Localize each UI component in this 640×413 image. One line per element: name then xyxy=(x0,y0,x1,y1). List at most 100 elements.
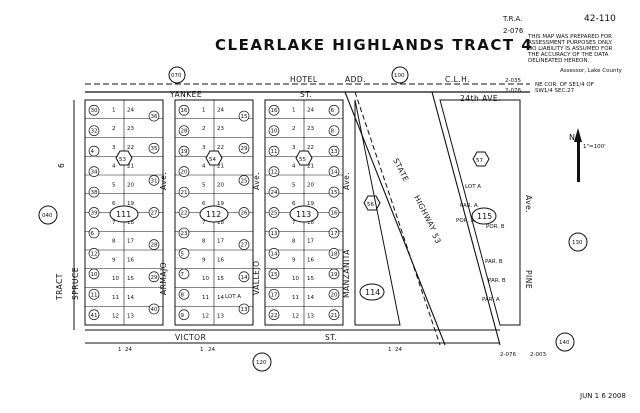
parcel-circle xyxy=(328,268,340,280)
lot-number: 12 xyxy=(202,314,209,320)
tra-top-1: 2-035 xyxy=(505,78,521,84)
lot-number: 16 xyxy=(217,257,224,263)
victor-st-label: ST. xyxy=(325,333,337,342)
por-b-label: POR. B xyxy=(486,224,505,230)
highway-east-line xyxy=(431,91,501,346)
parcel-number: 7 xyxy=(181,272,185,278)
parcel-circle xyxy=(238,142,250,154)
lot-number: 20 xyxy=(217,182,224,188)
hexagon-marker xyxy=(295,150,313,166)
parcel-circle xyxy=(328,309,340,321)
lot-number: 19 xyxy=(307,201,314,207)
parcel-circle xyxy=(88,104,100,116)
lot-number: 12 xyxy=(112,314,119,320)
parcel-circle xyxy=(148,271,160,283)
parcel-number: 41 xyxy=(91,313,98,319)
victor-label: VICTOR xyxy=(175,333,206,342)
parcel-number: 6 xyxy=(331,108,335,114)
hexagon-marker xyxy=(205,150,223,166)
parcel-number: 16 xyxy=(271,108,278,114)
page-bubble-040[interactable]: 040 xyxy=(38,205,58,225)
lot-number: 2 xyxy=(202,126,206,132)
parcel-number: 16 xyxy=(181,108,188,114)
lot-number: 5 xyxy=(112,182,116,188)
six-label: 6 xyxy=(57,163,66,168)
spruce-label: SPRUCE xyxy=(71,267,80,300)
parcel-number: 28 xyxy=(151,243,158,249)
page-bubble-140[interactable]: 140 xyxy=(555,332,575,352)
parcel-number: 22 xyxy=(271,313,278,319)
lot-number: 16 xyxy=(307,257,314,263)
page-bubble-100[interactable]: 100 xyxy=(391,66,409,84)
hexagon-text: 55 xyxy=(299,157,306,163)
bubble-outline xyxy=(38,205,58,225)
disclaimer-line: NO LIABILITY IS ASSUMED FOR xyxy=(528,46,613,52)
parcel-number: 19 xyxy=(331,272,338,278)
disclaimer-line: DELINEATED HEREON. xyxy=(528,58,589,64)
lot-number: 7 xyxy=(202,220,206,226)
hexagon-text: 53 xyxy=(119,157,126,163)
bubble-text: 130 xyxy=(572,240,583,246)
lot-number: 18 xyxy=(307,220,314,226)
lot-number: 23 xyxy=(307,126,314,132)
north-arrow-shaft xyxy=(577,142,580,182)
parcel-circle xyxy=(268,268,280,280)
highway-label: HIGHWAY xyxy=(412,194,438,233)
parcel-circle xyxy=(238,239,250,250)
bottom-lot-24: 24 xyxy=(208,347,215,353)
corner-note: NE COR. OF SE1/4 OF xyxy=(535,82,594,88)
parcel-number: 20 xyxy=(331,292,338,298)
lot-a-label: LOT A xyxy=(465,184,481,190)
north-arrow: N 1"=100' xyxy=(569,128,606,182)
page-bubble-130[interactable]: 130 xyxy=(568,232,588,252)
lot-number: 22 xyxy=(127,145,134,151)
disclaimer-line: THE ACCURACY OF THE DATA xyxy=(527,52,609,58)
parcel-circle xyxy=(268,227,280,239)
parcel-circle xyxy=(88,125,100,137)
lot-number: 14 xyxy=(127,295,134,301)
lot-number: 23 xyxy=(217,126,224,132)
parcel-circle xyxy=(148,239,160,250)
disclaimer-line: ASSESSMENT PURPOSES ONLY. xyxy=(528,40,613,46)
lot-number: 24 xyxy=(307,107,314,113)
parcel-circle xyxy=(148,207,160,218)
lot-number: 19 xyxy=(217,201,224,207)
hexagon-text: 56 xyxy=(367,202,374,208)
bubble-text: 070 xyxy=(171,73,182,79)
lot-number: 9 xyxy=(292,257,296,263)
tra-bottom-2: 2-003 xyxy=(530,352,546,358)
page-bubble-070[interactable]: 070 xyxy=(168,66,186,84)
pine-ave-label: Ave. xyxy=(524,195,533,213)
lot-number: 17 xyxy=(307,239,314,245)
parcel-circle xyxy=(328,166,340,177)
parcel-circle xyxy=(88,145,100,157)
parcel-number: 13 xyxy=(271,231,278,237)
parcel-circle xyxy=(328,145,340,157)
parcel-circle xyxy=(268,104,280,116)
lot-number: 1 xyxy=(112,107,116,113)
disclaimer-line: THIS MAP WAS PREPARED FOR xyxy=(527,34,612,40)
lot-number: 11 xyxy=(292,295,299,301)
lot-number: 22 xyxy=(217,145,224,151)
parcel-number: 14 xyxy=(241,275,248,281)
bubble-outline xyxy=(391,66,409,84)
lot-number: 8 xyxy=(202,239,206,245)
parcel-number: 21 xyxy=(331,313,338,319)
parcel-number: 4 xyxy=(91,149,95,155)
lot-number: 17 xyxy=(127,239,134,245)
par-a-label: PAR. A xyxy=(460,203,478,209)
parcel-circle xyxy=(268,288,280,300)
lot-number: 7 xyxy=(292,220,296,226)
date-stamp: JUN 1 6 2008 xyxy=(579,392,626,400)
page-bubble-120[interactable]: 120 xyxy=(252,352,272,372)
block-id-text: 112 xyxy=(206,210,221,219)
par-b-label: PAR. B xyxy=(488,278,506,284)
parcel-number: 20 xyxy=(181,170,188,176)
parcel-circle xyxy=(148,175,160,186)
por-a-label: POR. A xyxy=(456,218,475,224)
lot-number: 1 xyxy=(202,107,206,113)
highway-centerline xyxy=(354,91,441,346)
parcel-circle xyxy=(268,309,280,321)
parcel-number: 21 xyxy=(181,190,188,196)
lot-number: 21 xyxy=(307,164,314,170)
